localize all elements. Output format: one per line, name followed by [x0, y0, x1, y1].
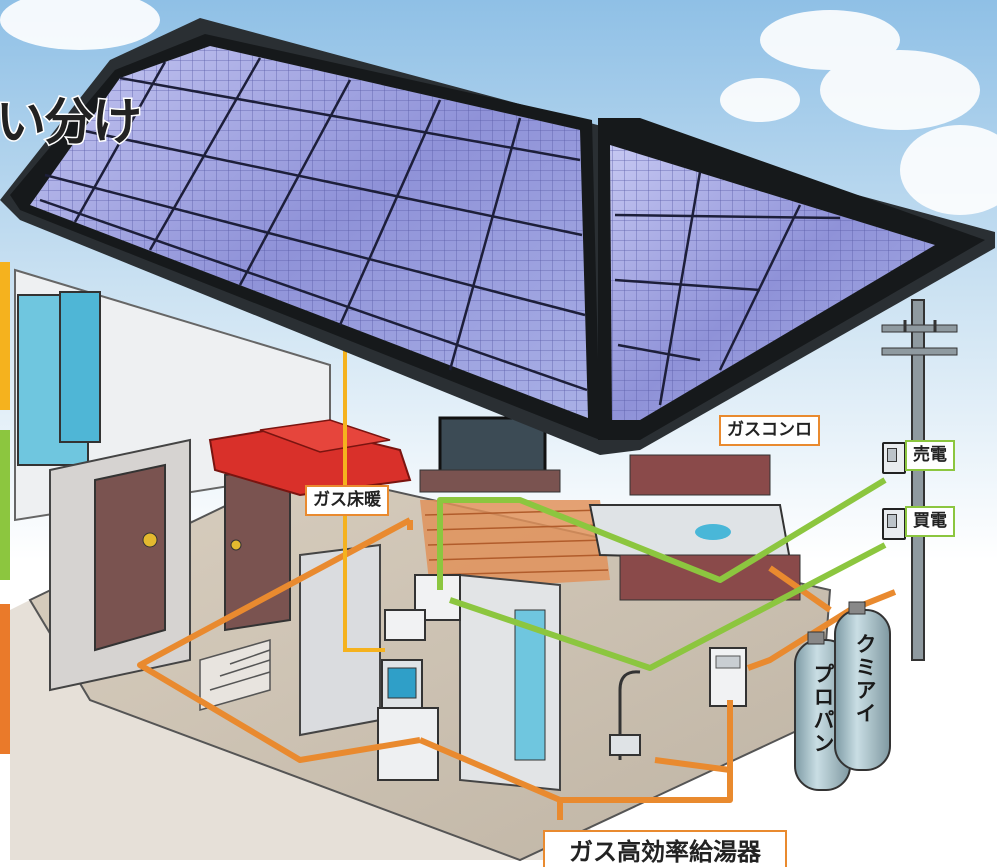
- water-heater-icon: [709, 647, 747, 707]
- shower: [609, 670, 641, 760]
- clouds: [0, 0, 997, 215]
- kitchen-counter: [588, 454, 801, 601]
- solar-power-line: [343, 345, 385, 652]
- door-knob-1: [142, 532, 158, 548]
- tank-product-text: プロパン: [811, 663, 835, 755]
- tv-stand: [419, 469, 561, 493]
- gas-stove-label: ガスコンロ: [719, 415, 820, 446]
- floor-heating-area: [420, 500, 610, 590]
- stairs: [199, 639, 271, 711]
- sell-electricity-label: 売電: [905, 440, 955, 471]
- headline-text: い分け: [0, 92, 144, 153]
- power-meter-icon: [882, 442, 906, 474]
- utility-pole-icon: [881, 299, 958, 661]
- tv: [438, 416, 547, 478]
- solar-panel-icon: [0, 18, 995, 455]
- door-1: [94, 463, 166, 652]
- side-bar-yellow: [0, 262, 10, 410]
- gas-water-heater-label: ガス高効率給湯器: [543, 830, 787, 867]
- tank-brand-text: クミアイ: [853, 633, 877, 725]
- side-bar-green: [0, 430, 10, 580]
- power-meter-icon: [882, 508, 906, 540]
- gas-tank-icon: [794, 601, 891, 791]
- electric-lines: [437, 477, 887, 671]
- bath-window: [514, 609, 546, 761]
- gas-pipes: [137, 517, 897, 820]
- heat-source-unit: [384, 609, 426, 641]
- red-sofa: [208, 419, 412, 497]
- window-left-2: [59, 291, 101, 443]
- door-knob-2: [230, 539, 242, 551]
- buy-electricity-label: 買電: [905, 506, 955, 537]
- gas-floor-heating-label: ガス床暖: [305, 485, 389, 516]
- side-bar-orange: [0, 604, 10, 754]
